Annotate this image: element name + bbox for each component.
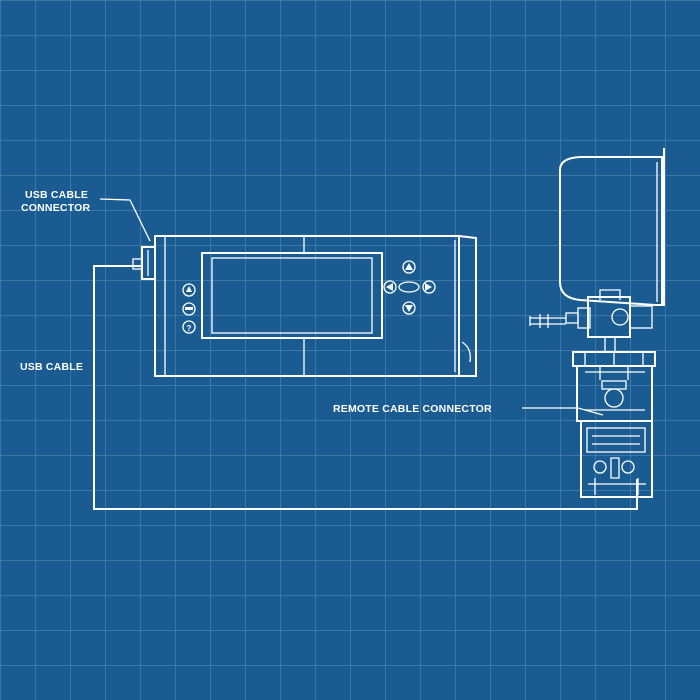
down-arrow-icon <box>402 301 416 315</box>
up-arrow-icon <box>402 260 416 274</box>
remote-actuator-assembly <box>529 148 665 498</box>
help-button-icon <box>182 320 196 334</box>
right-arrow-icon <box>422 280 436 294</box>
usb-cable-connector-label-line1: USB CABLE <box>25 189 88 201</box>
enter-button-icon <box>182 302 196 316</box>
controller-side-panel <box>457 234 477 377</box>
remote-cable-connector-port <box>586 427 646 453</box>
usb-cable-line <box>93 265 638 510</box>
usb-cable-connector-label-line2: CONNECTOR <box>21 202 90 214</box>
enter-center-icon <box>398 281 420 293</box>
controller-display-screen <box>201 252 383 339</box>
navigation-pad <box>383 260 436 315</box>
actuator-housing <box>559 156 663 306</box>
controller-housing <box>154 235 460 377</box>
left-arrow-icon <box>383 280 397 294</box>
actuator-lower-box <box>580 420 653 498</box>
controller-unit: ? <box>132 234 477 377</box>
menu-button-icon <box>182 283 196 297</box>
svg-text:?: ? <box>187 324 192 333</box>
usb-cable-connector <box>132 246 156 280</box>
usb-connector-leader <box>99 198 151 242</box>
remote-cable-connector-label: REMOTE CABLE CONNECTOR <box>333 403 492 415</box>
usb-cable-label: USB CABLE <box>20 361 83 373</box>
